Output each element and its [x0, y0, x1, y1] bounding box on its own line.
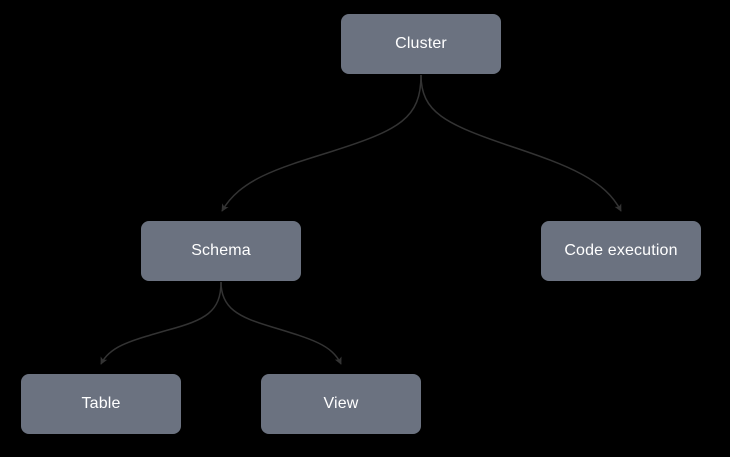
node-label-schema: Schema	[191, 242, 251, 259]
node-label-view: View	[323, 395, 359, 412]
edge-schema-to-view	[220, 281, 342, 365]
node-label-code-execution: Code execution	[564, 242, 678, 259]
node-cluster[interactable]: Cluster	[341, 14, 501, 74]
node-code-execution[interactable]: Code execution	[541, 221, 701, 281]
node-table[interactable]: Table	[21, 374, 181, 434]
edge-schema-to-table	[100, 281, 222, 365]
node-label-cluster: Cluster	[395, 35, 447, 52]
node-schema[interactable]: Schema	[141, 221, 301, 281]
edge-cluster-to-schema	[221, 74, 422, 212]
node-label-table: Table	[81, 395, 121, 412]
edge-cluster-to-code-execution	[420, 74, 622, 212]
node-view[interactable]: View	[261, 374, 421, 434]
